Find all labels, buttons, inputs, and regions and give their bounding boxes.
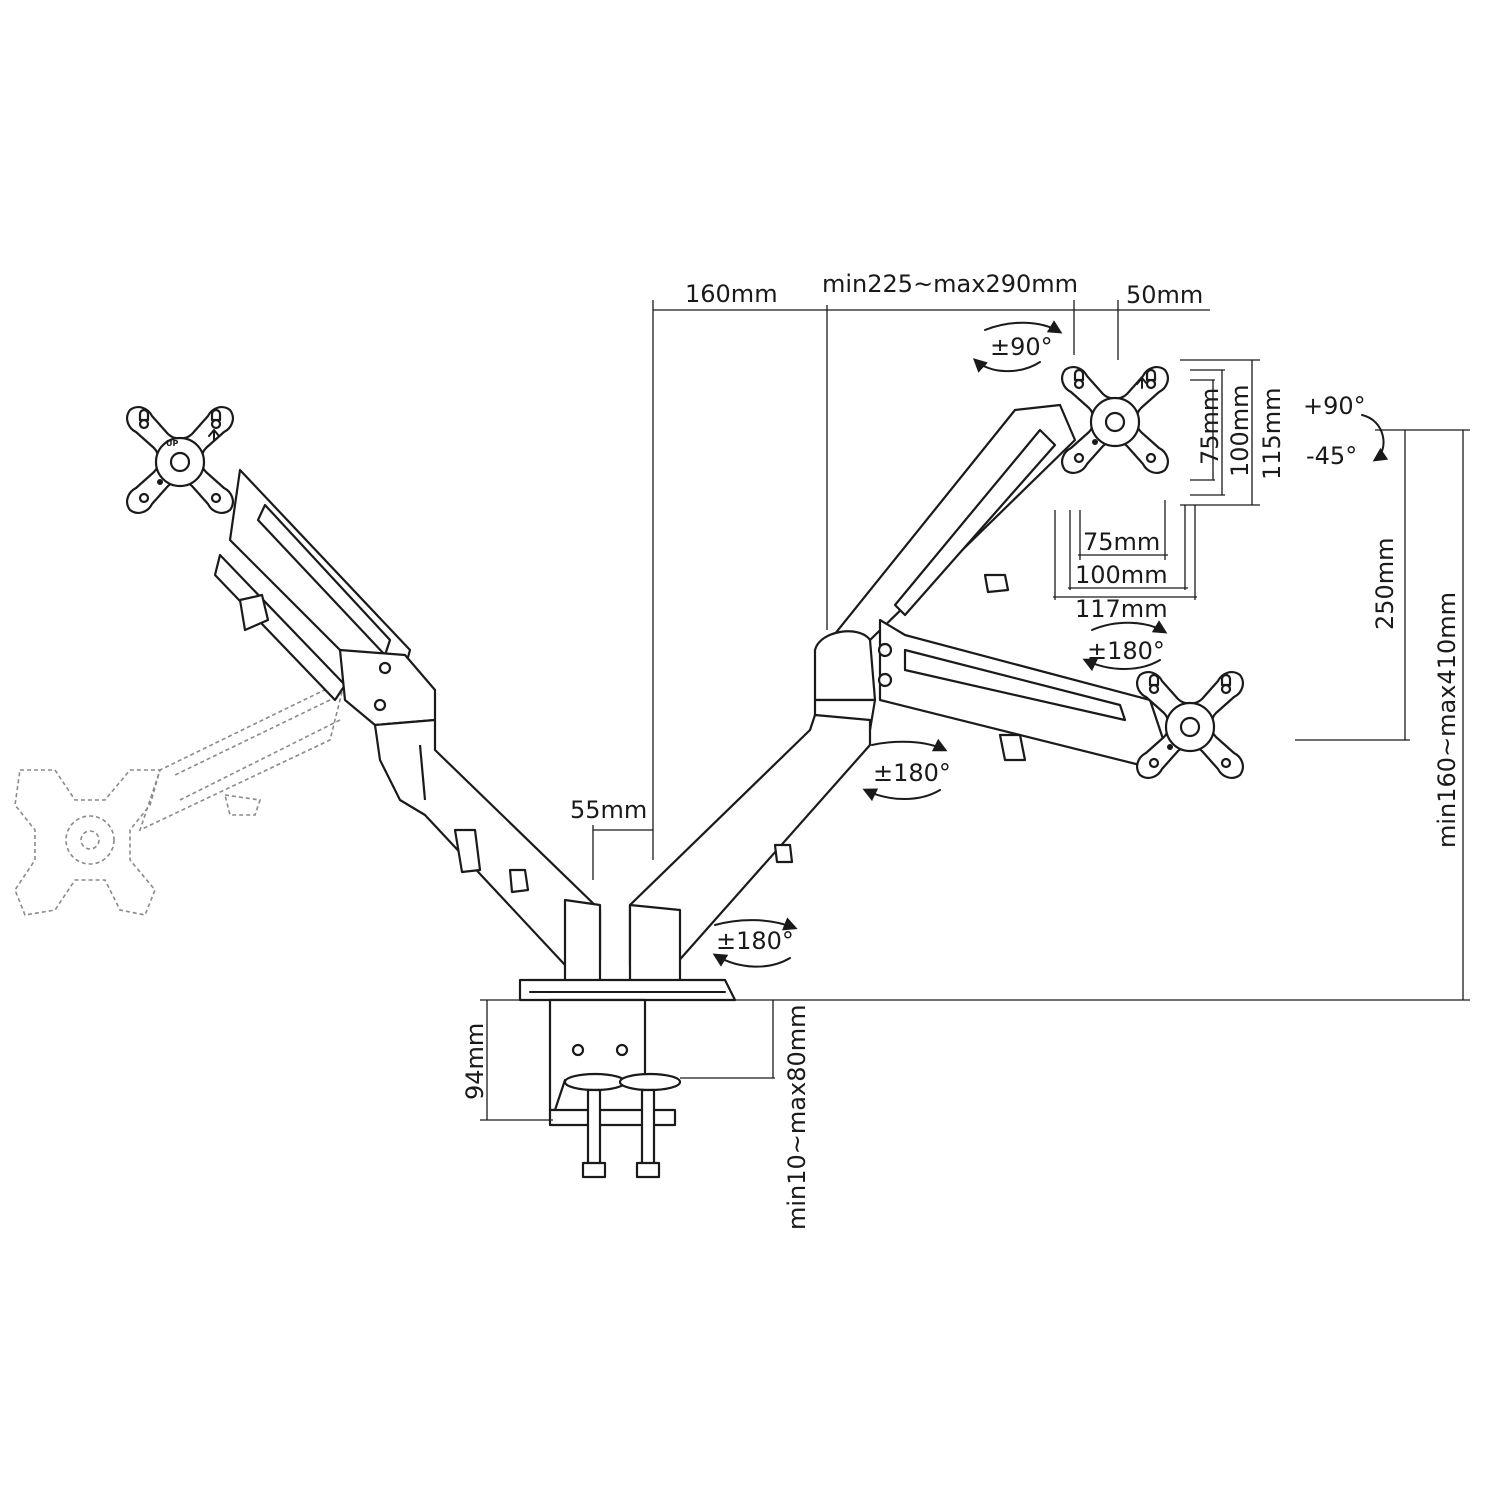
- dim-vesa-100-h: 100mm: [1226, 384, 1254, 477]
- dim-desk-thickness: min10~max80mm: [783, 1005, 811, 1231]
- dim-arm-reach: min225~max290mm: [822, 270, 1078, 298]
- rot-elbow: ±180°: [873, 759, 951, 787]
- dim-plate-w: 117mm: [1075, 595, 1168, 623]
- dim-plate-h: 115mm: [1258, 387, 1286, 480]
- left-up-label: UP: [166, 439, 178, 448]
- left-arm: [213, 468, 602, 967]
- dim-head-offset: 50mm: [1126, 281, 1203, 309]
- dimension-lines: [480, 300, 1470, 1121]
- dim-vesa-75-h: 75mm: [1196, 388, 1224, 465]
- rot-tilt-up: +90°: [1303, 392, 1366, 420]
- dim-total-height: min160~max410mm: [1433, 592, 1461, 848]
- right-upper-arm: [828, 403, 1077, 642]
- desk-clamp: [548, 998, 682, 1179]
- rot-swivel-head: ±90°: [990, 333, 1053, 361]
- dim-arm-height: 250mm: [1371, 537, 1399, 630]
- rot-plate: ±180°: [1087, 637, 1165, 665]
- right-lower-arm: [877, 618, 1172, 767]
- center-pole: [518, 898, 737, 1002]
- left-up-arrow-icon: [208, 429, 220, 441]
- dim-arm-offset: 160mm: [685, 280, 778, 308]
- right-top-up-arrow-icon: [1136, 377, 1148, 389]
- dim-pole-width: 55mm: [570, 796, 647, 824]
- rot-base: ±180°: [716, 927, 794, 955]
- dim-vesa-100-w: 100mm: [1075, 561, 1168, 589]
- left-vesa-plate: [126, 406, 234, 514]
- ghost-monitor-position: [14, 678, 347, 916]
- right-top-vesa-plate: [1061, 366, 1169, 474]
- rotation-arrows: [712, 320, 1389, 968]
- dim-clamp-height: 94mm: [461, 1023, 489, 1100]
- rot-tilt-down: -45°: [1306, 442, 1357, 470]
- dim-vesa-75-w: 75mm: [1083, 528, 1160, 556]
